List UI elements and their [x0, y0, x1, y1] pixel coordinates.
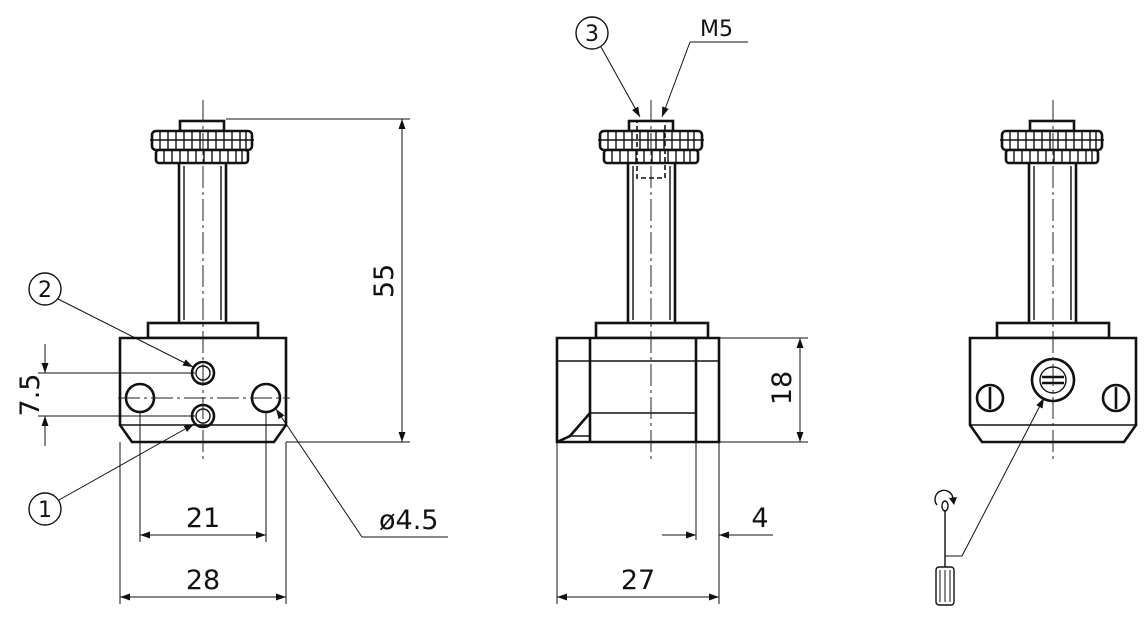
- rear-view: [968, 100, 1138, 460]
- side-stem: [626, 163, 677, 323]
- dim-overall-height: 55: [369, 264, 400, 298]
- rear-mount-hole-left: [975, 383, 1005, 413]
- front-dimensions: 55 7.5 21 28 ø4.5: [15, 118, 448, 604]
- callout-port-3-label: 3: [585, 22, 599, 47]
- rear-stem: [1027, 163, 1078, 323]
- rotation-arrow-icon: [934, 489, 957, 506]
- side-dimensions: 18 4 27: [556, 337, 808, 604]
- front-view: [118, 100, 290, 460]
- dim-body-height: 18: [767, 371, 798, 405]
- callout-port-3: 3: [575, 16, 641, 118]
- callout-port-1-label: 1: [38, 498, 52, 523]
- dim-front-width: 28: [186, 565, 220, 596]
- front-stem: [177, 163, 228, 323]
- callout-port-2-label: 2: [38, 278, 52, 303]
- rear-knob: [1000, 119, 1104, 165]
- callout-thread: M5: [661, 17, 748, 118]
- side-flange: [594, 321, 710, 340]
- dim-hole-spacing: 21: [186, 503, 220, 534]
- front-knob: [150, 119, 254, 165]
- dim-side-width: 27: [621, 565, 655, 596]
- callout-port-2: 2: [28, 272, 194, 368]
- dim-port-spacing: 7.5: [15, 374, 46, 417]
- side-view: [555, 100, 721, 460]
- dim-offset: 4: [751, 503, 768, 534]
- screwdriver-icon: [935, 397, 1045, 606]
- callout-thread-label: M5: [700, 17, 733, 42]
- dim-hole-diameter: ø4.5: [379, 505, 438, 536]
- callout-port-1: 1: [28, 423, 195, 526]
- rear-mount-hole-right: [1101, 383, 1131, 413]
